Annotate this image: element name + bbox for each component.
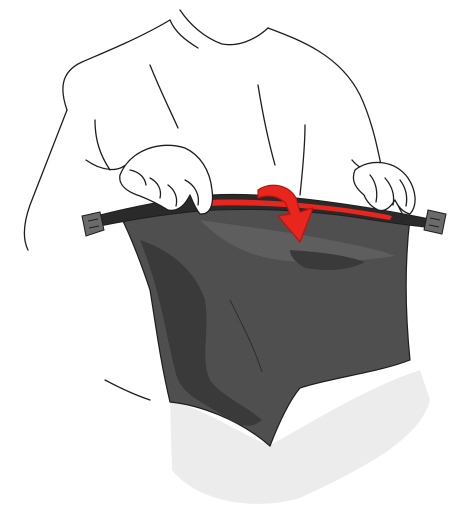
arm-left-inner [95, 120, 110, 170]
collar-inner [170, 20, 198, 48]
hand-left [120, 145, 213, 214]
torso-fold-1 [150, 65, 178, 128]
buckle-icon [424, 210, 446, 234]
hand-right [353, 162, 415, 214]
shoulder-right [268, 28, 382, 170]
buckle-right [424, 210, 446, 234]
arm-left [24, 110, 67, 250]
shoulder-left [63, 20, 170, 110]
torso-fold-3 [300, 125, 305, 195]
buckle-left [82, 212, 104, 236]
torso-fold-2 [258, 85, 275, 165]
buckle-icon [82, 212, 104, 236]
leg-line-left [105, 380, 150, 400]
collar-line [180, 10, 268, 45]
